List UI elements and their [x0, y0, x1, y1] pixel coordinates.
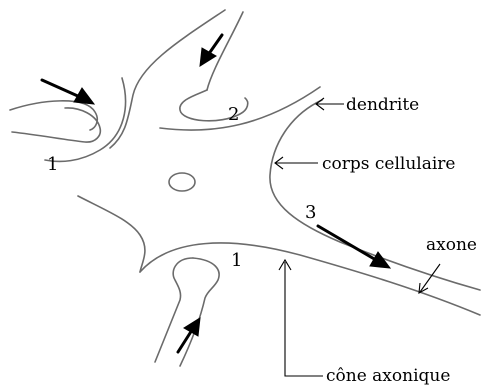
synapse-terminal-bottom-right [180, 258, 219, 366]
synapse-terminal-bottom [155, 258, 193, 362]
arrow-top-head [200, 48, 216, 66]
arrow-left-head [74, 88, 94, 104]
number-synapse-left: 1 [47, 154, 58, 175]
label-axon-hillock: cône axonique [326, 366, 450, 385]
top-dendrite-left-edge [110, 10, 225, 148]
arrow-left-shaft [42, 80, 80, 97]
text-labels: dendrite corps cellulaire axone cône axo… [47, 95, 477, 385]
axon-leader [420, 264, 440, 292]
arrow-axon-shaft [318, 226, 376, 260]
number-synapse-bottom: 1 [231, 250, 242, 271]
arrow-top-shaft [208, 35, 222, 55]
arrow-bottom-shaft [178, 330, 192, 352]
label-dendrite: dendrite [346, 95, 419, 115]
soma-top-contour [160, 87, 320, 130]
left-dendrite-lower-edge [45, 78, 126, 161]
neuron-outline [10, 10, 480, 366]
axon-hillock-leader [285, 262, 323, 376]
arrow-bottom-head [184, 318, 200, 336]
number-axon-signal: 3 [305, 202, 316, 223]
label-cell-body: corps cellulaire [322, 154, 456, 174]
label-axon: axone [426, 235, 477, 255]
leader-lines [275, 98, 440, 376]
number-synapse-top: 2 [228, 104, 239, 125]
signal-arrows [42, 35, 390, 352]
synapse-terminal-left [12, 108, 100, 142]
nucleus [169, 173, 195, 191]
soma-left-contour [78, 196, 145, 272]
left-dendrite-upper-edge [10, 101, 97, 130]
